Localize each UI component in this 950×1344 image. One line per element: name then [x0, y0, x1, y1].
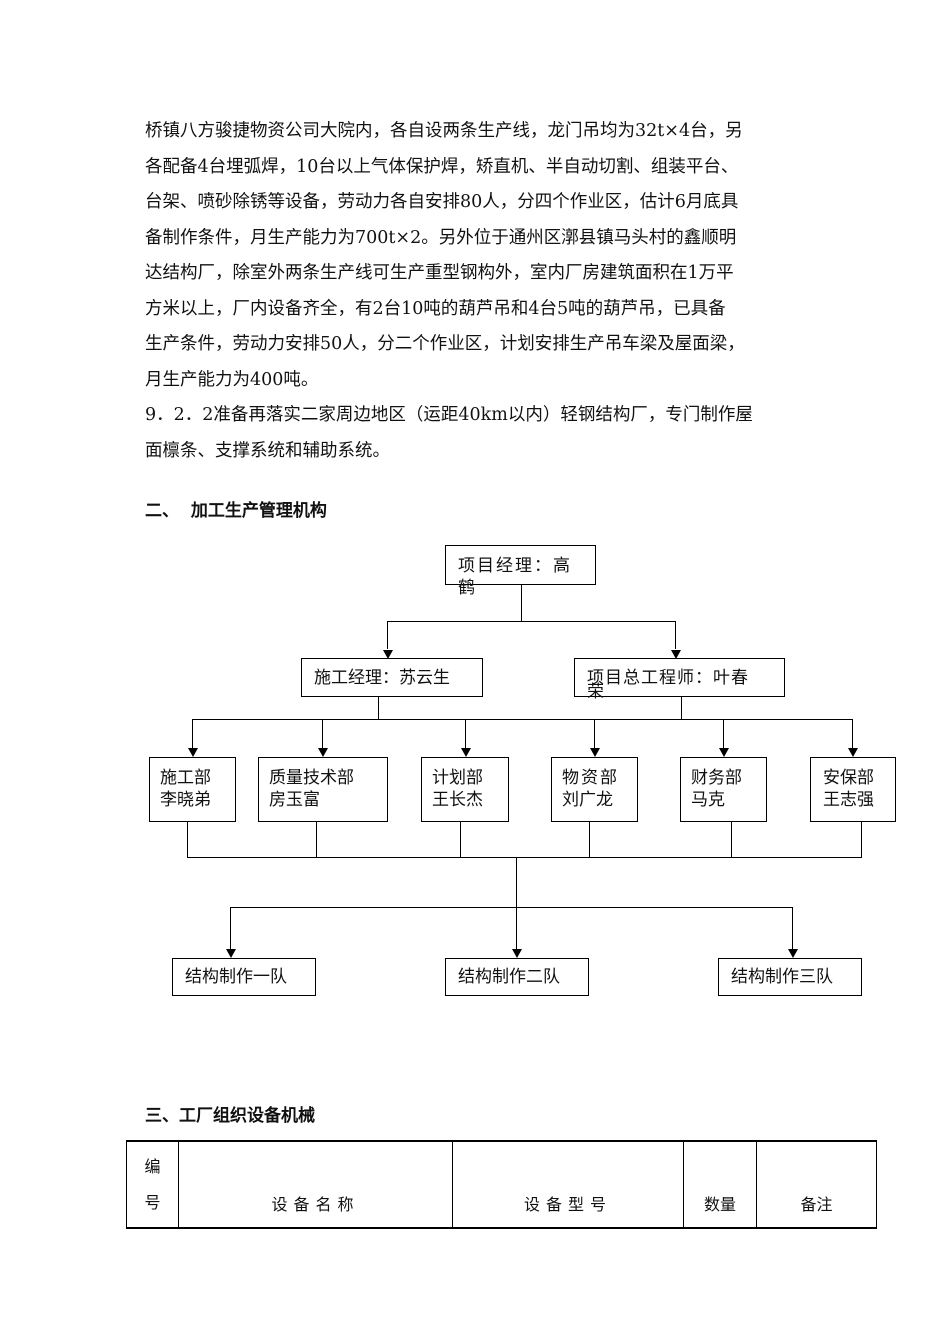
- table-header-row: 编 号 设备名称 设备型号 数量 备注: [126, 1140, 877, 1229]
- col-header-no-line1: 编: [144, 1156, 161, 1176]
- dept-box-planning: 计划部 王长杰: [421, 757, 509, 822]
- paragraph-line: 各配备4台埋弧焊，10台以上气体保护焊，矫直机、半自动切割、组装平台、: [145, 156, 739, 177]
- connector: [230, 907, 232, 949]
- connector: [516, 857, 518, 949]
- team-box-2: 结构制作二队: [445, 958, 589, 996]
- paragraph-line: 备制作条件，月生产能力为700t×2。另外位于通州区漷县镇马头村的鑫顺明: [145, 227, 737, 248]
- connector: [322, 719, 324, 748]
- col-header-model: 设备型号: [452, 1140, 684, 1229]
- team-label: 结构制作一队: [185, 967, 287, 987]
- dept-person: 房玉富: [269, 790, 320, 810]
- project-manager-box: 项目经理：高 鹤: [445, 545, 596, 598]
- chief-engineer-box: 项目总工程师：叶春 荣: [574, 658, 785, 702]
- col-header-no: 编 号: [126, 1140, 179, 1229]
- dept-box-quality: 质量技术部 房玉富: [258, 757, 388, 822]
- dept-box-materials: 物资部 刘广龙: [551, 757, 638, 822]
- team-label: 结构制作三队: [731, 967, 833, 987]
- connector: [521, 585, 523, 622]
- connector: [594, 719, 596, 748]
- arrow-icon: [719, 748, 729, 757]
- dept-box-finance: 财务部 马克: [680, 757, 767, 822]
- connector: [316, 822, 318, 858]
- connector: [681, 697, 683, 720]
- paragraph-line: 台架、喷砂除锈等设备，劳动力各自安排80人，分四个作业区，估计6月底具: [145, 192, 739, 212]
- dept-person: 王长杰: [432, 790, 483, 810]
- connector: [792, 907, 794, 949]
- dept-name: 计划部: [432, 768, 483, 788]
- dept-person: 李晓弟: [160, 790, 211, 810]
- connector: [387, 621, 676, 623]
- chief-engineer-line1: 项目总工程师：叶春: [587, 668, 749, 688]
- connector: [460, 822, 462, 858]
- section-heading-2: 二、 加工生产管理机构: [145, 501, 327, 521]
- dept-name: 物资部: [562, 768, 619, 788]
- arrow-icon: [788, 949, 798, 958]
- paragraph-line: 达结构厂，除室外两条生产线可生产重型钢构外，室内厂房建筑面积在1万平: [145, 263, 734, 283]
- dept-name: 安保部: [823, 768, 874, 788]
- connector: [861, 822, 863, 858]
- dept-person: 王志强: [823, 790, 874, 810]
- equipment-table: 编 号 设备名称 设备型号 数量 备注: [126, 1140, 877, 1229]
- paragraph-line: 月生产能力为400吨。: [145, 369, 319, 390]
- dept-person: 刘广龙: [562, 790, 613, 810]
- arrow-icon: [226, 949, 236, 958]
- arrow-icon: [848, 748, 858, 757]
- chief-engineer-line2: 荣: [587, 682, 604, 702]
- connector: [387, 621, 389, 649]
- dept-name: 质量技术部: [269, 768, 354, 788]
- dept-name: 施工部: [160, 768, 211, 788]
- team-label: 结构制作二队: [458, 967, 560, 987]
- col-header-note: 备注: [756, 1140, 877, 1229]
- construction-manager-box: 施工经理：苏云生: [301, 658, 483, 697]
- section-heading-3: 三、工厂组织设备机械: [145, 1106, 315, 1126]
- dept-box-construction: 施工部 李晓弟: [149, 757, 236, 822]
- arrow-icon: [671, 650, 681, 659]
- connector: [731, 822, 733, 858]
- connector: [465, 719, 467, 748]
- dept-name: 财务部: [691, 768, 742, 788]
- construction-manager-label: 施工经理：苏云生: [314, 668, 450, 688]
- col-header-qty: 数量: [683, 1140, 757, 1229]
- connector: [378, 697, 380, 720]
- body-paragraph: 桥镇八方骏捷物资公司大院内，各自设两条生产线，龙门吊均为32t×4台，另 各配备…: [145, 114, 810, 469]
- col-header-name: 设备名称: [178, 1140, 453, 1229]
- arrow-icon: [512, 949, 522, 958]
- project-manager-line2: 鹤: [458, 578, 475, 598]
- arrow-icon: [318, 748, 328, 757]
- team-box-3: 结构制作三队: [718, 958, 862, 996]
- project-manager-line1: 项目经理：高: [458, 556, 572, 576]
- paragraph-line: 生产条件，劳动力安排50人，分二个作业区，计划安排生产吊车梁及屋面梁，: [145, 334, 745, 354]
- connector: [187, 822, 189, 858]
- connector: [230, 907, 793, 909]
- team-box-1: 结构制作一队: [172, 958, 316, 996]
- connector: [192, 719, 194, 748]
- dept-box-security: 安保部 王志强: [810, 757, 896, 822]
- connector: [723, 719, 725, 748]
- col-header-no-line2: 号: [144, 1192, 161, 1212]
- connector: [852, 719, 854, 748]
- connector: [192, 719, 853, 721]
- paragraph-line: 方米以上，厂内设备齐全，有2台10吨的葫芦吊和4台5吨的葫芦吊，已具备: [145, 298, 726, 319]
- connector: [675, 621, 677, 649]
- dept-person: 马克: [691, 790, 725, 810]
- arrow-icon: [188, 748, 198, 757]
- arrow-icon: [590, 748, 600, 757]
- paragraph-line: 面檩条、支撑系统和辅助系统。: [145, 440, 390, 461]
- paragraph-line: 桥镇八方骏捷物资公司大院内，各自设两条生产线，龙门吊均为32t×4台，另: [145, 121, 743, 141]
- connector: [187, 857, 862, 859]
- paragraph-line: 9．2．2准备再落实二家周边地区（运距40km以内）轻钢结构厂，专门制作屋: [145, 405, 753, 425]
- arrow-icon: [461, 748, 471, 757]
- connector: [589, 822, 591, 858]
- arrow-icon: [383, 650, 393, 659]
